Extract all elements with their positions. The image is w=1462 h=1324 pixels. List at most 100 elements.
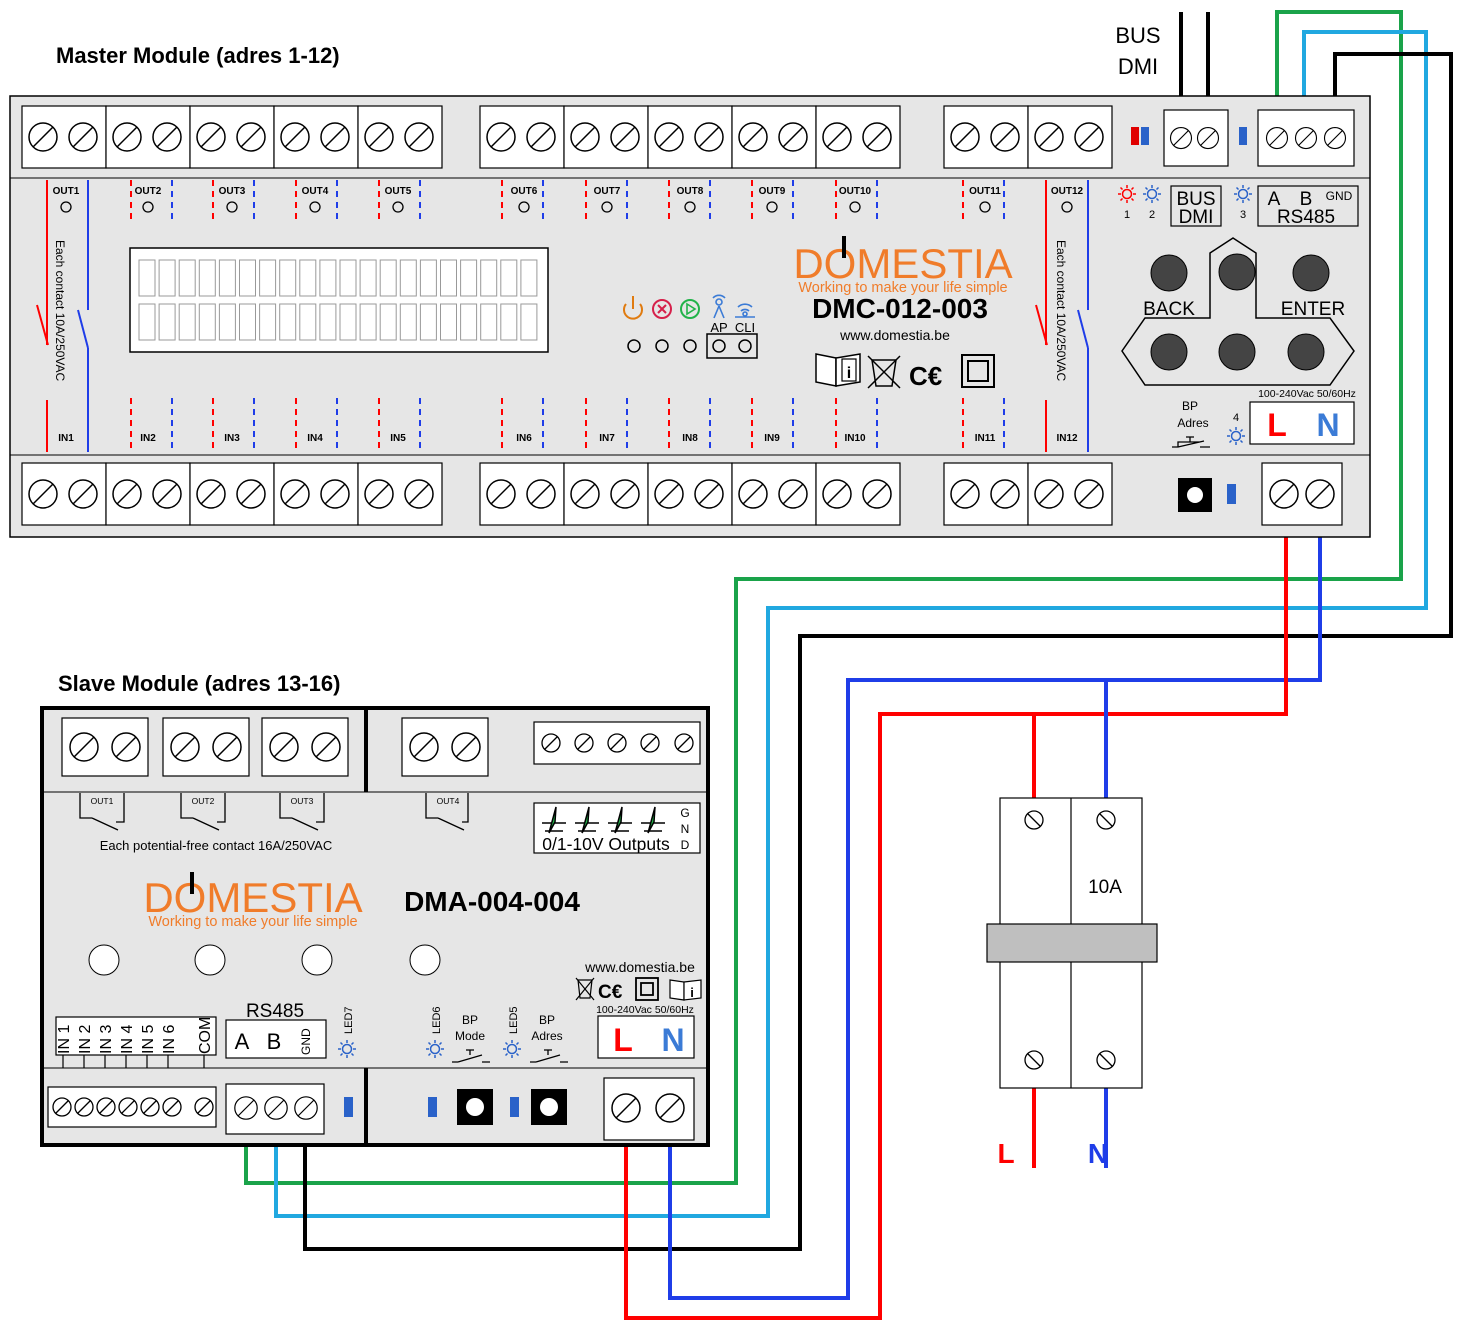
lcd-cell xyxy=(419,303,437,341)
output-led xyxy=(60,201,72,213)
slave-brand-logo: DOMESTIA Working to make your life simpl… xyxy=(143,872,363,930)
slave-relay-symbols xyxy=(79,793,469,831)
ap-label: AP xyxy=(710,320,727,335)
weee-bin-icon xyxy=(575,977,595,1001)
output-label: OUT3 xyxy=(219,186,246,197)
status-led-1 xyxy=(627,339,641,353)
keypad-button-top-left[interactable] xyxy=(1150,254,1188,292)
master-bus-label-1: BUS xyxy=(1176,189,1215,210)
lcd-cell xyxy=(319,303,337,341)
master-l-label: L xyxy=(1267,407,1287,443)
output-label: OUT7 xyxy=(594,186,621,197)
master-rs485-a: A xyxy=(1268,189,1281,210)
master-led-1-number: 1 xyxy=(1124,209,1130,221)
slave-input-label: IN 1 xyxy=(56,1025,73,1054)
master-keypad: BACK ENTER xyxy=(1121,237,1355,386)
master-rs485-label: RS485 xyxy=(1277,207,1335,228)
manual-info-icon: i xyxy=(669,979,702,1001)
analog-output-symbols xyxy=(542,806,665,834)
weee-bin-icon xyxy=(867,355,901,389)
slave-rs485-gnd: GND xyxy=(299,1028,313,1055)
lcd-cell xyxy=(520,303,538,341)
output-led xyxy=(309,201,321,213)
analog-gnd-d: D xyxy=(681,838,690,852)
keypad-button-top-right[interactable] xyxy=(1292,254,1330,292)
wire-rs485-gnd-black xyxy=(303,52,1453,1251)
lcd-cell xyxy=(239,303,256,341)
cli-label: CLI xyxy=(735,320,755,335)
input-label: IN12 xyxy=(1056,433,1078,444)
output-label: OUT6 xyxy=(511,186,538,197)
ap-cli-jumper[interactable] xyxy=(706,333,758,359)
master-bp-label: BP xyxy=(1182,399,1198,413)
slave-input-label: COM xyxy=(197,1017,214,1054)
keypad-button-up[interactable] xyxy=(1218,253,1256,291)
lcd-cell xyxy=(218,259,236,297)
slave-input-label: IN 5 xyxy=(140,1025,157,1054)
status-led-2 xyxy=(655,339,669,353)
lcd-cell xyxy=(279,259,297,297)
bus-top-label-2: DMI xyxy=(1118,54,1158,79)
lcd-cell xyxy=(339,303,357,341)
output-label: OUT1 xyxy=(53,186,80,197)
wire-rs485-a-green xyxy=(244,10,1403,1185)
keypad-button-left[interactable] xyxy=(1150,333,1188,371)
lcd-cell xyxy=(138,303,156,341)
lcd-cell xyxy=(359,303,377,341)
keypad-button-down[interactable] xyxy=(1218,333,1256,371)
ce-mark-icon: C€ xyxy=(598,982,623,1003)
slave-contact-rating: Each potential-free contact 16A/250VAC xyxy=(100,838,332,853)
slave-title: Slave Module (adres 13-16) xyxy=(58,671,340,696)
slave-indicator-2 xyxy=(194,944,226,976)
master-cert-icons: i C€ xyxy=(815,353,995,391)
slave-led5-indicator xyxy=(510,1097,519,1117)
slave-l-label: L xyxy=(613,1022,633,1058)
master-n-label: N xyxy=(1316,407,1339,443)
master-bus-label-box xyxy=(1170,185,1222,227)
keypad-button-right[interactable] xyxy=(1287,333,1325,371)
slave-output-label: OUT3 xyxy=(291,796,314,806)
output-led xyxy=(518,201,530,213)
output-led xyxy=(1061,201,1073,213)
slave-rs485-label-box xyxy=(225,1019,327,1059)
slave-cert-icons: C€ i xyxy=(575,977,702,1003)
bus-led-blue xyxy=(1141,127,1149,145)
output-led xyxy=(766,201,778,213)
lcd-cell xyxy=(500,259,518,297)
breaker-rating: 10A xyxy=(1088,877,1122,898)
analog-gnd-n: N xyxy=(681,822,690,836)
input-label: IN6 xyxy=(516,433,532,444)
lcd-cell xyxy=(299,259,317,297)
lcd-cell xyxy=(158,259,176,297)
master-bp-switch-symbol xyxy=(1172,436,1210,448)
slave-output-label: OUT4 xyxy=(437,796,460,806)
contact-schematic-right xyxy=(1035,180,1089,452)
master-title: Master Module (adres 1-12) xyxy=(56,43,340,68)
master-power-led-blue xyxy=(1227,484,1236,504)
slave-input-ticks xyxy=(62,1055,205,1068)
master-model: DMC-012-003 xyxy=(812,293,988,324)
lcd-cell xyxy=(480,303,498,341)
master-top-terminals xyxy=(21,105,1113,169)
slave-indicator-4 xyxy=(409,944,441,976)
slave-input-label-box xyxy=(55,1016,217,1056)
wire-rs485-b-lightblue xyxy=(274,30,1428,1218)
enter-label: ENTER xyxy=(1281,299,1345,320)
lcd-cell xyxy=(440,303,457,341)
lcd-cell xyxy=(379,303,397,341)
slave-url: www.domestia.be xyxy=(584,959,695,975)
output-led xyxy=(601,201,613,213)
slave-bp-mode-switch-symbol xyxy=(452,1049,490,1063)
output-label: OUT12 xyxy=(1051,186,1084,197)
lcd-cell xyxy=(178,259,196,297)
wire-master-n-blue xyxy=(668,528,1322,1300)
circuit-breaker: 10A xyxy=(986,797,1158,1089)
slave-brand-text: DOMESTIA xyxy=(143,874,362,921)
slave-voltage: 100-240Vac 50/60Hz xyxy=(596,1004,694,1016)
slave-bp-adres-label-2: Adres xyxy=(531,1029,562,1043)
master-bus-label-2: DMI xyxy=(1179,207,1214,228)
input-label: IN1 xyxy=(58,433,74,444)
